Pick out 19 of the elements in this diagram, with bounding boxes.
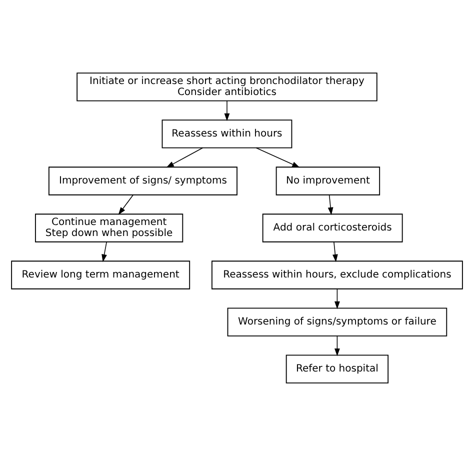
- node-box: Review long term management: [11, 260, 190, 289]
- arrow: [118, 194, 134, 214]
- arrow: [332, 241, 338, 262]
- node-box: Reassess within hours: [162, 119, 292, 148]
- arrow: [224, 100, 230, 121]
- node-box: Worsening of signs/symptoms or failure: [227, 307, 448, 336]
- arrow: [334, 288, 340, 309]
- arrow: [102, 241, 107, 262]
- node-box: Improvement of signs/ symptoms: [48, 166, 238, 195]
- node-box: Initiate or increase short acting bronchodilator therapy Consider antibiotics: [76, 72, 378, 101]
- arrow: [256, 147, 300, 168]
- node-box: Add oral corticosteroids: [262, 213, 403, 242]
- arrow: [334, 335, 340, 356]
- node-box: Reassess within hours, exclude complications: [211, 260, 463, 289]
- arrow: [166, 147, 204, 168]
- node-box: Continue management Step down when possible: [35, 213, 184, 242]
- arrow: [328, 194, 334, 215]
- node-box: Refer to hospital: [286, 354, 389, 383]
- node-box: No improvement: [276, 166, 380, 195]
